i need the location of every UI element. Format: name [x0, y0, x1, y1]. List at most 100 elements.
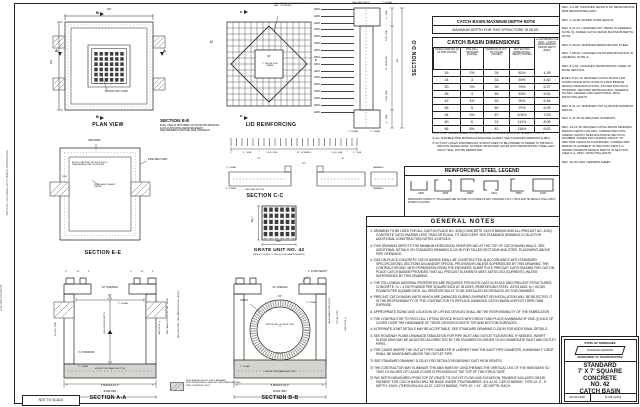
legend-bar-h800: H800: [507, 177, 531, 199]
revision-item: REV. 8-1-02: CHANGED REINFORCING STEEL I…: [562, 63, 631, 72]
table-footnote: ② ALL FLEXIBLE PIPE MATERIALS REQUIRE GA…: [432, 135, 551, 140]
title-block-number: D-CB-42SQ: [604, 395, 621, 399]
bb-spaces-dim: 8 SPACES OF 9": [270, 384, 290, 387]
bb-bars-dim: BARS H800: [273, 389, 287, 393]
legend-bar-label: A800: [466, 192, 473, 195]
aa-spaces-dim: 9 SPACES OF 9": [100, 384, 120, 387]
revision-item: REV. 8-21-01: CHANGED PAY ITEMS IN GENER…: [562, 26, 634, 38]
title-block-title-line: STANDARD: [583, 363, 617, 369]
aa-s3-left: 3": [66, 385, 68, 387]
plan-cut-b-bottom: B: [96, 114, 99, 119]
bb-rot-lap: T/2 LAP (TYP.): [337, 310, 339, 325]
cc-dim-30-left: 30": [257, 157, 261, 160]
revision-item: REV. 5-20-02: MODIFIED REINFORCING STEEL…: [562, 42, 630, 47]
cc-variable-label2: VARIABLE: [373, 188, 384, 190]
cc-clear-top: 2" CLEAR: [226, 167, 236, 169]
cc-dim-eq-right: 5 EQ. SPA.: [331, 152, 343, 154]
dd-bar-row: A800: [314, 81, 354, 88]
lid-reinforcing-title: LID REINFORCING: [245, 122, 297, 128]
bb-s3-right: 3": [322, 385, 324, 387]
section-aa-panel: 3" 16" 3" 3" 16" 3" 42" OPENING 84" 2" C…: [52, 268, 244, 406]
dd-bar-row: A801: [314, 47, 354, 54]
aa-top-dim-3: 3": [88, 271, 90, 273]
dd-bar-row: A801: [314, 54, 354, 61]
aa-min-dim: 3'-1" MINIMUM: [78, 351, 95, 354]
dd-clear-top: 2" CLEAR: [382, 2, 392, 4]
general-notes-list: ① DRAWING TO BE USED FOR ALL CAST-IN-PLA…: [367, 227, 559, 393]
grate-unit-drawing: [244, 200, 320, 258]
section-ee-panel: A800 BARS AVOID STACKING OR SPLICES BY S…: [48, 138, 198, 260]
general-note-item: ⑦ THE CONTRACTOR TO PATCH ALL LIFTING DE…: [370, 316, 554, 325]
plan-dim-top: 102": [106, 8, 112, 11]
dd-dim-spa-top: 1½" SPA.: [386, 10, 388, 20]
dimensions-table-title: CATCH BASIN DIMENSIONS: [433, 38, 534, 48]
plan-cut-c: C: [210, 39, 213, 44]
standard-drawing-parallelogram: STANDARD DRAWING: [574, 346, 626, 355]
dd-bar-row: A800: [314, 6, 354, 13]
bb-rot-addl: ADD'L BARS H800 (TYP.): [329, 298, 331, 324]
section-bb-title: SECTION B-B: [261, 395, 299, 401]
bb-base-label: MONOLITHIC BASE SECTION: [264, 371, 296, 373]
dd-bar-callout: L800 (MID-DEPT.): [352, 2, 370, 4]
aa-top-dim-2: 16": [76, 271, 80, 273]
dimensions-table-col3-header: DIAMETER OF CUT-OUT HOLES (INCHES): [483, 48, 509, 70]
dimensions-table-col2-header: PIPE WALL THICKNESS (INCHES): [460, 48, 483, 70]
ee-callout-l800: L800: [62, 176, 67, 178]
title-block-drawing-label: STANDARD DRAWING: [586, 349, 614, 352]
ee-callout-stagger: AVOID STACKING OR SPLICES BY STAGGERING …: [72, 162, 108, 167]
plan-view-drawing: [50, 12, 220, 120]
aa-top-dim-4: 3": [130, 271, 132, 273]
grate-unit-title: GRATE UNIT NO. 42: [253, 247, 305, 253]
legend-bar-a502: A502: [433, 177, 457, 199]
general-note-item: ⑩ FOR CASES WHERE THE OUTLET PIPE DIAMET…: [370, 348, 554, 357]
plan-view-title: PLAN VIEW: [92, 122, 124, 128]
bb-clear-bottom: 2" CLEAR: [240, 366, 250, 368]
cc-bar-callout: L800 (MID-DEPTH): [245, 189, 265, 191]
section-aa-drawing: [52, 268, 244, 406]
lid-opening-dim: 42": [267, 55, 271, 58]
section-ee-drawing: [48, 138, 198, 260]
plan-cut-a-right: A: [163, 48, 166, 53]
dd-bar-row: A800: [314, 33, 354, 40]
grate-dim-width: 36¾": [276, 240, 282, 243]
lid-reinforcing-panel: A801 (PLACE ON INSIDE FACE OF BOTTOM MAT…: [218, 2, 324, 130]
general-note-item: ⑥ APPROPRIATE SIZING AND LOCATION OF LIF…: [370, 309, 550, 314]
title-block-state: STATE OF TENNESSEE: [584, 341, 616, 345]
plan-cut-a-left: A: [55, 48, 58, 53]
aa-top-dim-6: 3": [152, 271, 154, 273]
dd-dim-total: 102": [397, 58, 399, 63]
revision-item: ■ REV. 8-21-12: REVISED CATCH BASIN FOR …: [562, 76, 629, 99]
revision-item: REV. 10-20-2020: REDREW SHEET.: [562, 160, 612, 164]
section-dd-drawing: [314, 2, 436, 138]
revision-item: REV. 3-11-15: ELIMINATED STIRRUPS.: [562, 116, 616, 121]
dimensions-table-col4-header: BOX SECTION MINIMUM WALL HEIGHT (INCHES): [509, 48, 534, 70]
revision-item: REV. 8-21-12: MODIFIED TOP SLAB AND MINI…: [562, 103, 633, 112]
title-block-title-line: CONCRETE: [583, 375, 617, 382]
bb-grout-label: GROUT: [240, 299, 249, 302]
max-depth-note-title: CATCH BASIN MAXIMUM DEPTH NOTE: [433, 17, 559, 26]
title-block: STATE OF TENNESSEE STANDARD DRAWING DEPA…: [561, 336, 639, 404]
lid-cut-c: C: [315, 58, 318, 62]
grate-unit-panel: 36¾" 36¾" GRATE UNIT NO. 42 (SEE STD. DW…: [244, 200, 320, 258]
catch-basin-dimensions-table: CATCH BASIN DIMENSIONS ▲ FOR DESIGN USE …: [432, 37, 560, 133]
sheet-border: [14, 3, 637, 404]
lid-reinforcing-drawing: [218, 10, 324, 120]
lid-cut-d-bottom: D: [240, 114, 243, 118]
title-block-department: DEPARTMENT OF TRANSPORTATION: [564, 356, 636, 362]
aa-s3-right: 3": [152, 385, 154, 387]
bb-total-dim: 102": [277, 397, 283, 400]
general-note-item: ⑨ SEE ROADWAY PLANS DRAINAGE TABULATION …: [370, 333, 557, 346]
bb-clear-label: 2" CLEAR: [306, 302, 316, 304]
legend-bar-a801: A801: [482, 177, 506, 199]
bb-quarter-dim: D/4 ± 1": [276, 353, 284, 355]
legend-bar-label: H800: [515, 192, 522, 195]
dd-bar-row: A801: [314, 68, 354, 75]
